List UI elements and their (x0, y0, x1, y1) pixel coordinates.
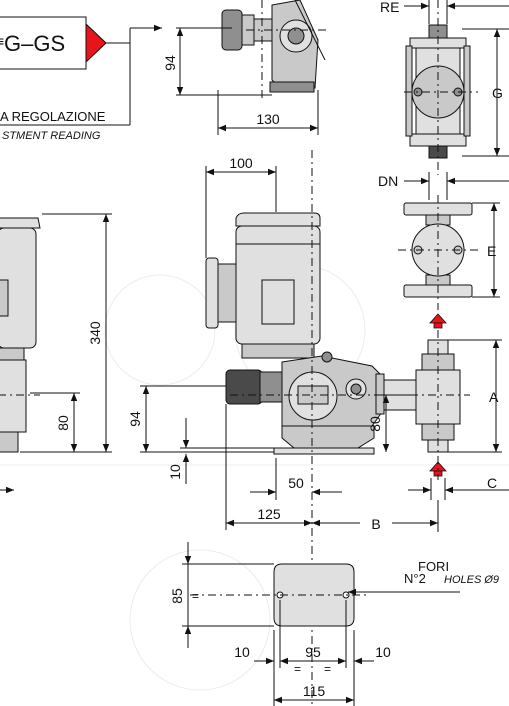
dim-80-mid: 80 (367, 416, 383, 432)
svg-text:=: = (294, 662, 301, 676)
adjustment-label: STMENT READING (2, 130, 101, 142)
dim-re: RE (380, 0, 399, 15)
dim-95: 95 (305, 644, 321, 660)
model-tag: G–GS ≡ (0, 16, 107, 70)
svg-text:≡: ≡ (0, 33, 4, 49)
dim-340: 340 (87, 321, 103, 345)
dim-94-mid: 94 (127, 411, 143, 427)
dim-50: 50 (288, 475, 304, 491)
regolazione-label: A REGOLAZIONE (0, 109, 106, 124)
dim-10-right: 10 (375, 644, 391, 660)
fori-count: N°2 (404, 571, 426, 586)
dim-85: 85 (169, 588, 185, 604)
dim-c: C (487, 475, 497, 491)
dim-100: 100 (229, 155, 253, 171)
dim-g: G (492, 85, 503, 101)
dim-10-vertical: 10 (167, 464, 183, 480)
tag-text: G–GS (4, 31, 65, 56)
left-pump-partial (0, 217, 41, 453)
dim-115: 115 (303, 683, 326, 699)
holes-label: HOLES Ø9 (444, 574, 499, 586)
dim-dn: DN (378, 173, 398, 189)
top-pump-head-view (221, 0, 326, 93)
dim-e: E (487, 243, 496, 259)
dim-130: 130 (256, 111, 280, 127)
svg-text:=: = (192, 589, 199, 603)
dim-b: B (371, 516, 380, 532)
svg-text:=: = (324, 662, 331, 676)
fori-label: FORI (418, 559, 449, 574)
dim-10-left: 10 (234, 644, 250, 660)
flow-arrow-top (429, 313, 447, 324)
dim-80-left: 80 (55, 415, 71, 431)
dim-a: A (489, 389, 499, 405)
dim-125: 125 (257, 506, 281, 522)
dim-94-top: 94 (162, 55, 178, 71)
